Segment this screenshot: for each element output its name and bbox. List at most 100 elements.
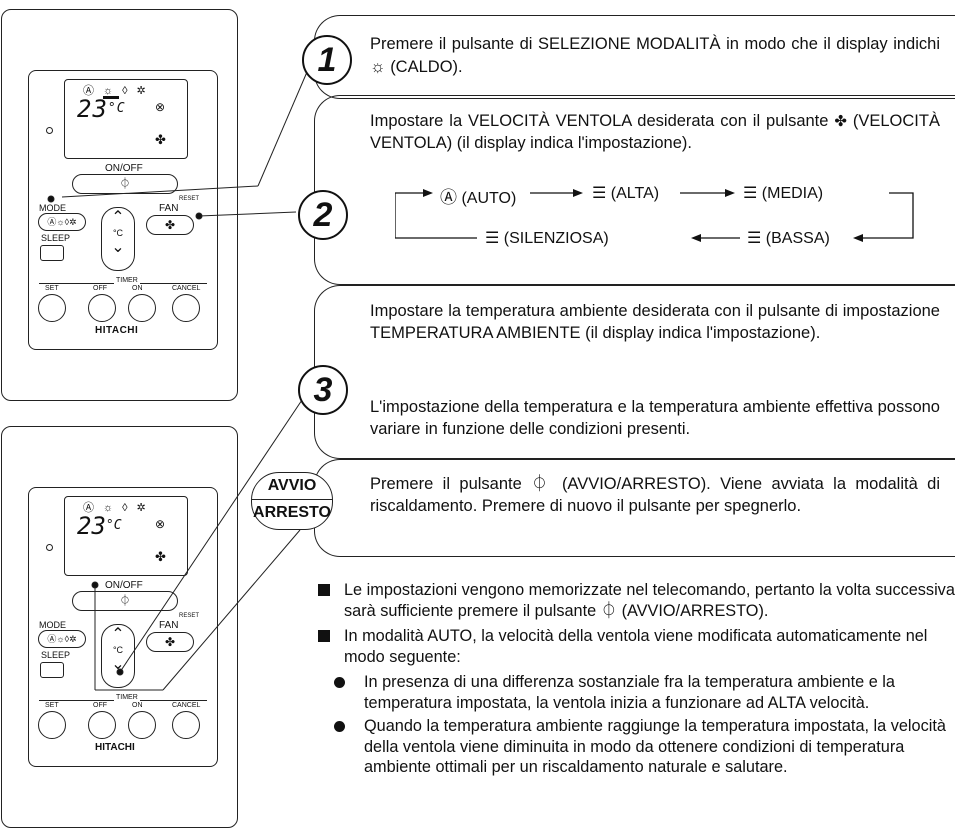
- temp-rocker[interactable]: ⌃ °C ⌄: [101, 207, 135, 271]
- step-3-number: 3: [298, 365, 348, 415]
- speed-low-icon: ☰: [747, 230, 762, 247]
- brand-logo: HITACHI: [95, 325, 139, 336]
- fan-button[interactable]: ✤: [146, 215, 194, 235]
- timer-off-button[interactable]: [88, 711, 116, 739]
- note-2: In modalità AUTO, la velocità della vent…: [318, 626, 955, 667]
- power-icon: ⏀: [531, 475, 553, 493]
- temp-down-icon[interactable]: ⌄: [111, 239, 125, 256]
- on-off-button[interactable]: ⏀: [72, 591, 178, 611]
- fan-speed-icon: ✤: [155, 549, 166, 564]
- off-label: OFF: [93, 285, 107, 292]
- sub-1-text: In presenza di una differenza sostanzial…: [364, 673, 895, 712]
- step-2-bubble: [314, 95, 955, 285]
- set-button[interactable]: [38, 711, 66, 739]
- step-2-number: 2: [298, 190, 348, 240]
- status-light: [46, 127, 53, 134]
- fan-label: FAN: [159, 620, 179, 631]
- timer-on-button[interactable]: [128, 294, 156, 322]
- temp-down-icon[interactable]: ⌄: [111, 656, 125, 673]
- step-1-number: 1: [302, 35, 352, 85]
- start-stop-text-b: (AVVIO/ARRESTO). Viene avviata la modali…: [370, 475, 941, 515]
- remote-control-bottom: Ⓐ☼◊✲ 23°C ⊗ ✤ ON/OFF ⏀ RESET MODE Ⓐ☼◊✲ ⌃…: [1, 426, 238, 828]
- display-bar: [103, 96, 119, 99]
- cancel-button[interactable]: [172, 711, 200, 739]
- step-1-text: Premere il pulsante di SELEZIONE MODALIT…: [370, 34, 940, 78]
- badge-bottom: ARRESTO: [253, 504, 331, 521]
- sleep-button[interactable]: [40, 662, 64, 678]
- cycle-alta: ☰ (ALTA): [592, 183, 659, 203]
- mode-icons-row: Ⓐ☼◊✲: [83, 85, 155, 97]
- sun-icon: ☼: [370, 56, 386, 76]
- notes-section: Le impostazioni vengono memorizzate nel …: [318, 580, 955, 778]
- step-2-text-b: (VELOCITÀ VENTOLA) (il display indica l'…: [370, 112, 940, 152]
- celsius-symbol: °C: [112, 645, 124, 655]
- on-off-label: ON/OFF: [105, 163, 143, 174]
- sleep-label: SLEEP: [41, 650, 71, 660]
- on-off-label: ON/OFF: [105, 580, 143, 591]
- sleep-button[interactable]: [40, 245, 64, 261]
- fan-button[interactable]: ✤: [146, 632, 194, 652]
- start-stop-badge: AVVIO ARRESTO: [251, 472, 333, 530]
- start-stop-text-a: Premere il pulsante: [370, 475, 522, 493]
- note-1-text-b: (AVVIO/ARRESTO).: [621, 601, 769, 620]
- off-label: OFF: [93, 702, 107, 709]
- cycle-arrows: [395, 189, 914, 242]
- cancel-button[interactable]: [172, 294, 200, 322]
- lcd-display: Ⓐ☼◊✲ 23°C ⊗ ✤: [64, 496, 188, 576]
- temp-unit: °C: [107, 101, 126, 116]
- fan-speed-icon: ✤: [155, 132, 166, 147]
- cycle-bassa: ☰ (BASSA): [747, 228, 830, 248]
- cycle-media-label: (MEDIA): [761, 185, 824, 202]
- temp-rocker[interactable]: ⌃ °C ⌄: [101, 624, 135, 688]
- set-label: SET: [45, 285, 59, 292]
- cancel-label: CANCEL: [172, 285, 201, 292]
- timer-label: TIMER: [114, 694, 140, 701]
- sleep-label: SLEEP: [41, 233, 71, 243]
- reset-label: RESET: [179, 196, 200, 202]
- cycle-silenziosa-label: (SILENZIOSA): [503, 230, 609, 247]
- mode-button[interactable]: Ⓐ☼◊✲: [38, 213, 86, 231]
- brand-logo: HITACHI: [95, 742, 135, 753]
- cycle-auto: Ⓐ (AUTO): [440, 183, 516, 208]
- timer-on-button[interactable]: [128, 711, 156, 739]
- cycle-bassa-label: (BASSA): [765, 230, 830, 247]
- speed-silent-icon: ☰: [485, 230, 500, 247]
- set-button[interactable]: [38, 294, 66, 322]
- temp-value: 23: [77, 512, 106, 540]
- cycle-silenziosa: ☰ (SILENZIOSA): [485, 228, 609, 248]
- step-2-text: Impostare la VELOCITÀ VENTOLA desiderata…: [370, 111, 940, 154]
- mode-label: MODE: [39, 620, 66, 630]
- note-2-sub-2: Quando la temperatura ambiente raggiunge…: [331, 716, 955, 778]
- dot-bullet-icon: [334, 721, 345, 732]
- step-1-text-a: Premere il pulsante di SELEZIONE MODALIT…: [370, 35, 940, 53]
- mode-button[interactable]: Ⓐ☼◊✲: [38, 630, 86, 648]
- note-1: Le impostazioni vengono memorizzate nel …: [318, 580, 955, 621]
- cancel-label: CANCEL: [172, 702, 201, 709]
- cycle-alta-label: (ALTA): [610, 185, 660, 202]
- step-3-text-a: Impostare la temperatura ambiente deside…: [370, 302, 940, 342]
- set-label: SET: [45, 702, 59, 709]
- timer-label: TIMER: [114, 277, 140, 284]
- lcd-display: Ⓐ☼◊✲ 23°C ⊗ ✤: [64, 79, 188, 159]
- temp-up-icon[interactable]: ⌃: [111, 626, 125, 643]
- sub-2-text: Quando la temperatura ambiente raggiunge…: [364, 717, 946, 776]
- mode-label: MODE: [39, 203, 66, 213]
- on-label: ON: [132, 285, 143, 292]
- cycle-auto-label: (AUTO): [461, 190, 517, 207]
- dot-bullet-icon: [334, 677, 345, 688]
- timer-off-button[interactable]: [88, 294, 116, 322]
- fan-icon: ✤: [834, 113, 847, 130]
- badge-top: AVVIO: [252, 473, 332, 500]
- note-2-sub-1: In presenza di una differenza sostanzial…: [331, 672, 955, 713]
- display-temperature: 23°C: [77, 513, 122, 539]
- display-temperature: 23°C: [77, 96, 126, 122]
- temp-up-icon[interactable]: ⌃: [111, 209, 125, 226]
- speed-high-icon: ☰: [592, 185, 607, 202]
- auto-icon: Ⓐ: [440, 188, 457, 207]
- step-2-text-a: Impostare la VELOCITÀ VENTOLA desiderata…: [370, 112, 829, 130]
- temp-unit: °C: [105, 518, 122, 533]
- auto-fan-icon: ⊗: [155, 100, 166, 114]
- start-stop-text: Premere il pulsante ⏀ (AVVIO/ARRESTO). V…: [370, 474, 940, 517]
- celsius-symbol: °C: [112, 228, 124, 238]
